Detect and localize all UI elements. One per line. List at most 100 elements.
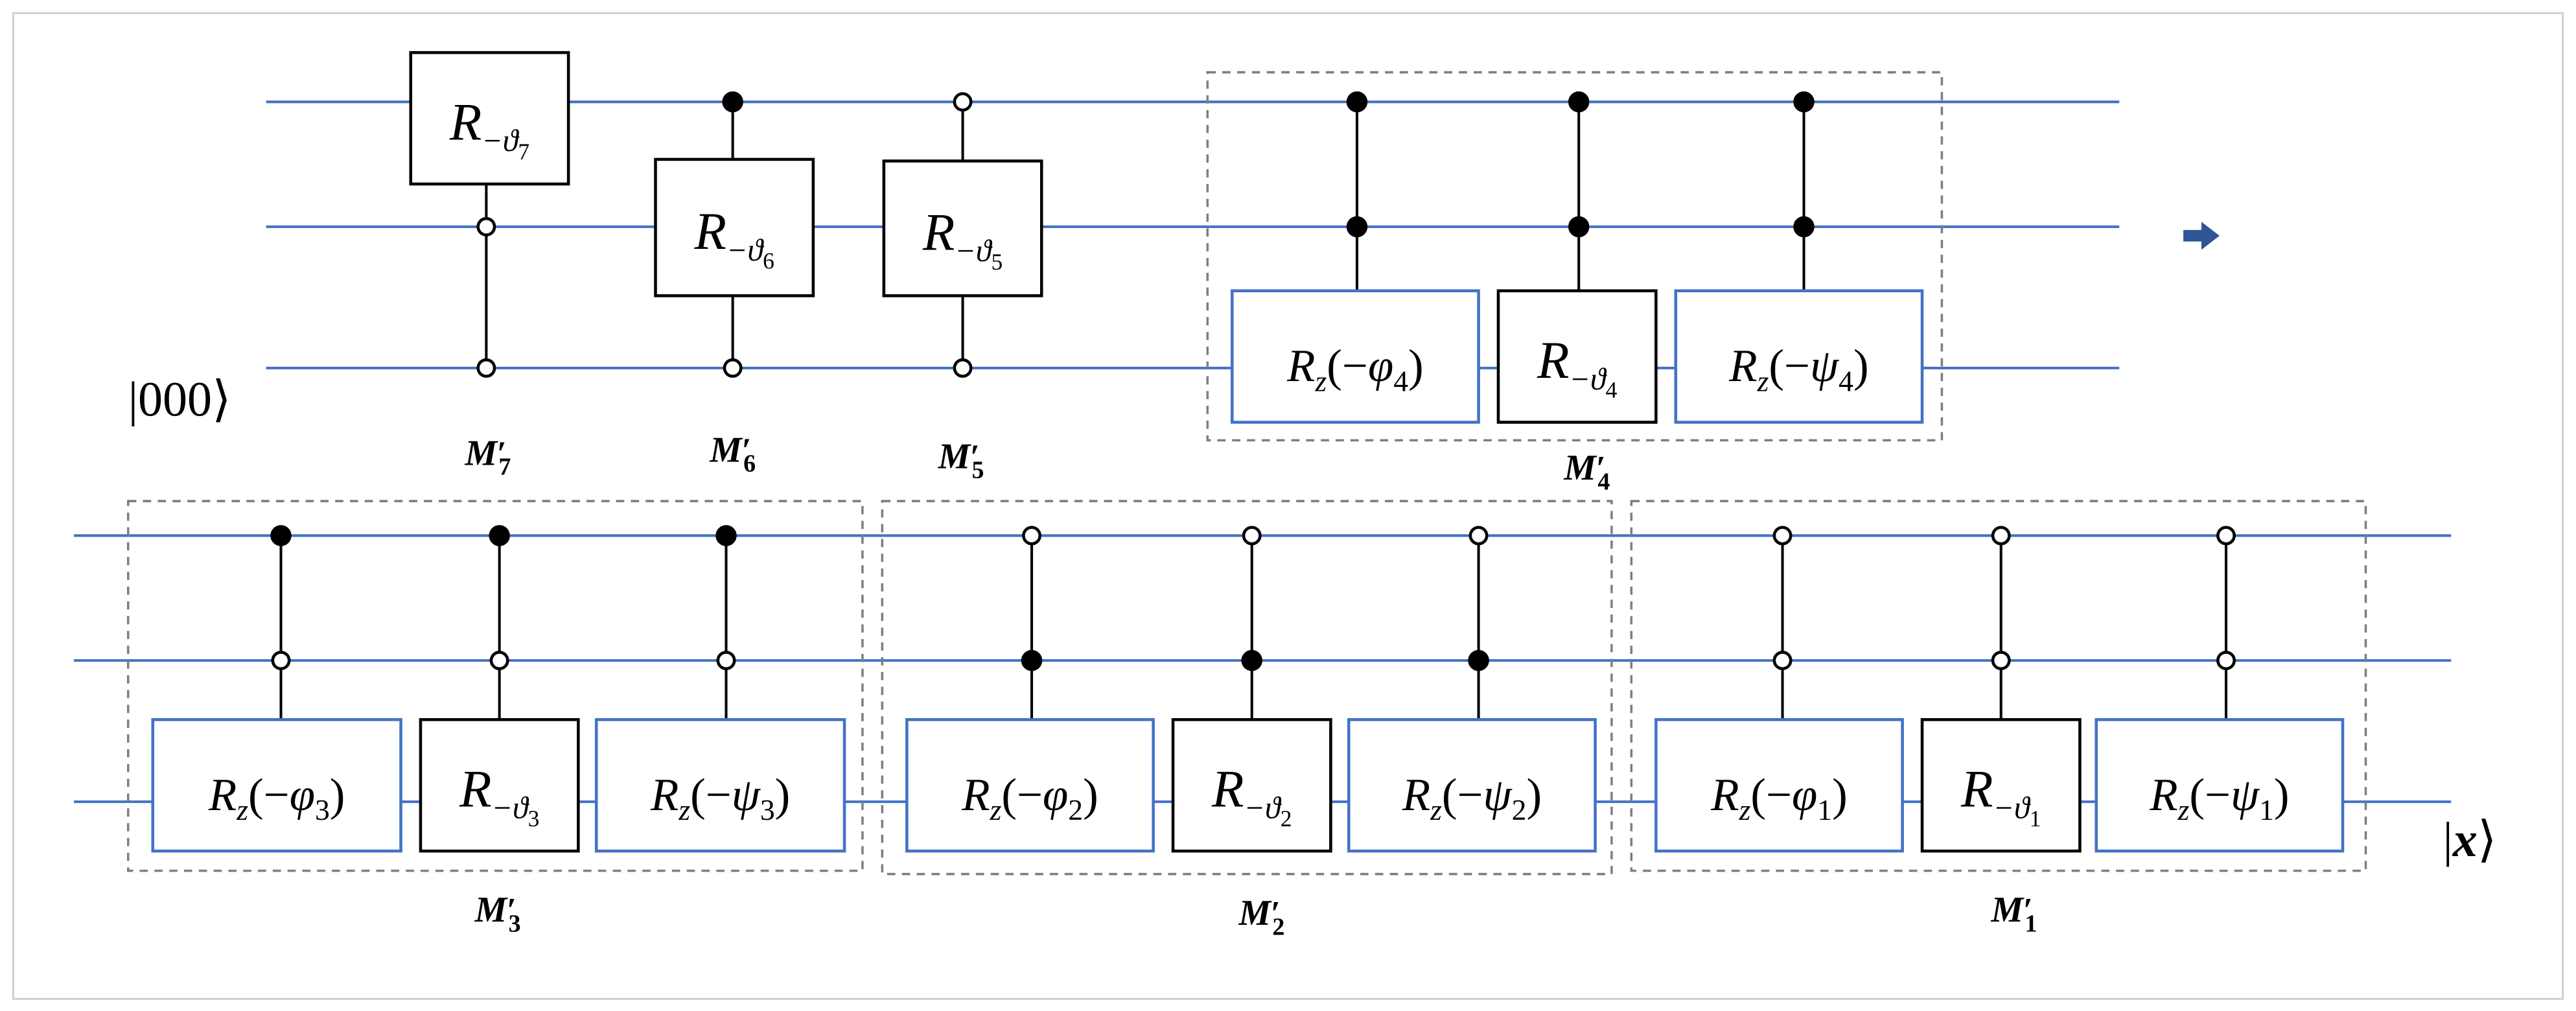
block-border <box>1206 71 1944 442</box>
r-gate-box <box>1171 718 1332 853</box>
gate-label-base: R <box>961 770 990 820</box>
block-border <box>1630 500 2367 872</box>
controlled-gate: R−ϑ2 <box>1171 526 1332 853</box>
gate-label-sub: −ϑ <box>1244 791 1282 825</box>
control-dot-filled <box>1568 216 1590 238</box>
rz-gate-box <box>2094 718 2345 853</box>
block-label-sub: 7 <box>498 454 511 481</box>
controlled-gate: R−ϑ6 <box>654 91 815 378</box>
gate-label-close: ) <box>775 770 791 820</box>
gate-block: R−ϑ6M′6 <box>654 91 815 478</box>
gate-label-close: ) <box>1083 770 1098 820</box>
block-border <box>881 500 1613 876</box>
gate-label-symbol: φ <box>1792 770 1817 820</box>
block-label-base: M <box>1563 448 1597 488</box>
gate-label-open: (− <box>1327 341 1368 391</box>
gate-label-sub: z <box>1739 793 1751 826</box>
gate-label-symbol: ψ <box>1810 341 1840 391</box>
gate-label-open: (− <box>1442 770 1483 820</box>
control-dot-open <box>2216 526 2236 546</box>
gate-label: R−ϑ6 <box>693 202 774 273</box>
gate-label-base: R <box>650 770 679 820</box>
gate-label-base: R <box>922 203 955 261</box>
gate-label-sub: z <box>1315 364 1327 397</box>
gate-label-symbol: φ <box>1043 770 1068 820</box>
gate-label: Rz(−φ1) <box>1710 770 1848 826</box>
control-dot-filled <box>1468 649 1489 671</box>
gate-label-symbol: ψ <box>2231 770 2260 820</box>
block-label-prime: ′ <box>507 891 516 929</box>
gate-label-subsub: 3 <box>528 806 540 831</box>
gate-label-sub: z <box>1757 364 1769 397</box>
gate-label-close: ) <box>330 770 345 820</box>
control-dot-open <box>489 651 509 671</box>
control-dot-filled <box>715 525 737 546</box>
gate-label-open: (− <box>690 770 732 820</box>
rz-gate-box <box>594 718 846 853</box>
block-label: M′1 <box>1991 890 2037 937</box>
output-state-right: ⟩ <box>2477 813 2497 867</box>
block-label-base: M <box>1238 893 1272 933</box>
gate-label-open: (− <box>1769 341 1810 391</box>
gate-label-close: ) <box>1853 341 1869 391</box>
block-label: M′5 <box>938 437 984 484</box>
gate-label: Rz(−φ2) <box>961 770 1098 826</box>
gate-label-sub: z <box>2177 793 2190 826</box>
gate-label-base: R <box>2149 770 2177 820</box>
gate-label-base: R <box>1402 770 1430 820</box>
rz-gate-box <box>905 718 1155 853</box>
controlled-gate: Rz(−φ3) <box>151 525 402 853</box>
block-label: M′6 <box>709 430 756 477</box>
gate-label-symbol-sub: 4 <box>1839 364 1853 397</box>
controlled-gate: Rz(−ψ1) <box>2094 526 2345 853</box>
control-dot-open <box>476 216 496 237</box>
gate-block: R−ϑ7M′7 <box>409 51 570 481</box>
r-gate-box <box>1496 289 1658 424</box>
control-dot-filled <box>489 525 510 546</box>
gate-label-sub: −ϑ <box>482 124 519 158</box>
gate-label-symbol: ψ <box>732 770 761 820</box>
r-gate-box <box>882 159 1043 297</box>
gate-label-close: ) <box>1526 770 1542 820</box>
gate-label-subsub: 6 <box>763 248 774 273</box>
block-label-sub: 1 <box>2025 910 2037 937</box>
gate-label-open: (− <box>248 770 290 820</box>
controlled-gate: Rz(−ψ3) <box>594 525 846 853</box>
gate-label-open: (− <box>1750 770 1792 820</box>
gate-label: R−ϑ1 <box>1960 760 2041 831</box>
block-label-prime: ′ <box>1596 449 1606 487</box>
gate-label-open: (− <box>2189 770 2231 820</box>
control-dot-open <box>723 358 743 378</box>
block-label-prime: ′ <box>970 438 980 476</box>
control-dot-open <box>953 358 973 378</box>
output-state-name: x <box>2452 813 2477 867</box>
control-dot-open <box>1991 651 2011 671</box>
r-gate-box <box>1920 718 2082 853</box>
control-dot-open <box>1772 526 1793 546</box>
controlled-gate: Rz(−ψ2) <box>1347 526 1597 853</box>
right-arrow-icon <box>2183 222 2220 250</box>
block-label: M′2 <box>1238 893 1284 940</box>
gate-label-close: ) <box>1832 770 1848 820</box>
gate-label-symbol-sub: 1 <box>1817 793 1832 826</box>
gate-label-base: R <box>1286 341 1315 391</box>
control-dot-filled <box>1793 216 1815 238</box>
gate-label-sub: −ϑ <box>1570 362 1607 397</box>
block-label-sub: 4 <box>1597 468 1610 495</box>
rz-gate-box <box>1674 289 1924 424</box>
gate-label-base: R <box>1960 760 1993 819</box>
gate-label-symbol-sub: 3 <box>760 793 775 826</box>
gate-label-symbol: φ <box>290 770 315 820</box>
gate-label: R−ϑ4 <box>1537 331 1618 402</box>
gate-label-base: R <box>1537 331 1570 389</box>
controlled-gate: Rz(−ψ4) <box>1674 91 1924 424</box>
control-dot-open <box>476 358 496 378</box>
block-label: M′3 <box>474 890 521 937</box>
control-dot-open <box>1242 526 1262 546</box>
gate-label-base: R <box>459 760 492 819</box>
block-label-prime: ′ <box>497 434 507 472</box>
